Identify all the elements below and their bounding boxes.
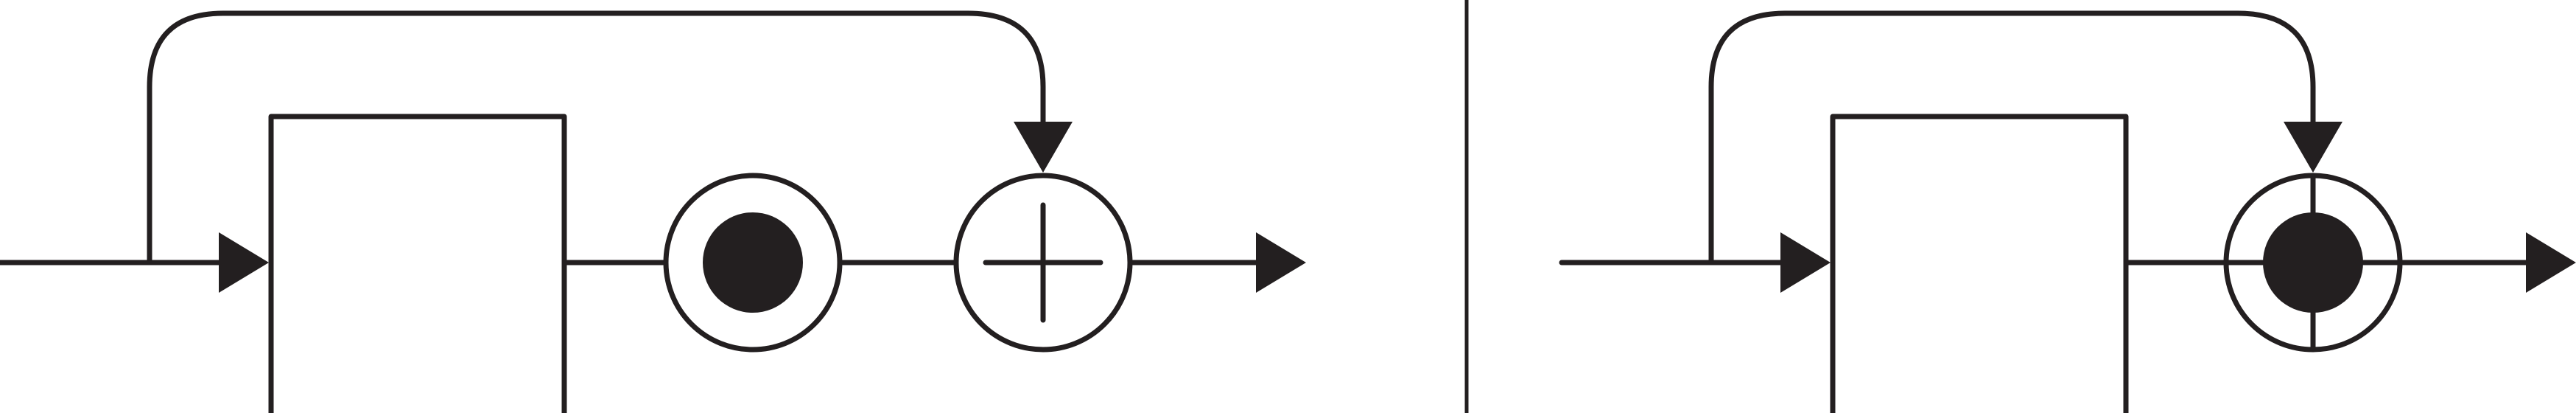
skip-arrow xyxy=(2284,122,2342,173)
skip-connection xyxy=(1708,10,2316,266)
output-arrow xyxy=(2526,232,2576,293)
dot-operator-fill xyxy=(703,212,803,313)
skip-arrow xyxy=(1014,122,1073,173)
skip-connection xyxy=(147,10,1046,266)
block-rectangle xyxy=(268,114,567,413)
block-rectangle xyxy=(1830,114,2129,413)
right-panel xyxy=(1559,10,2576,413)
block-input-arrow xyxy=(1780,232,1831,293)
left-panel xyxy=(0,10,1306,413)
block-input-arrow xyxy=(219,232,269,293)
output-arrow xyxy=(1256,232,1306,293)
combined-operator-dot xyxy=(2263,212,2363,313)
